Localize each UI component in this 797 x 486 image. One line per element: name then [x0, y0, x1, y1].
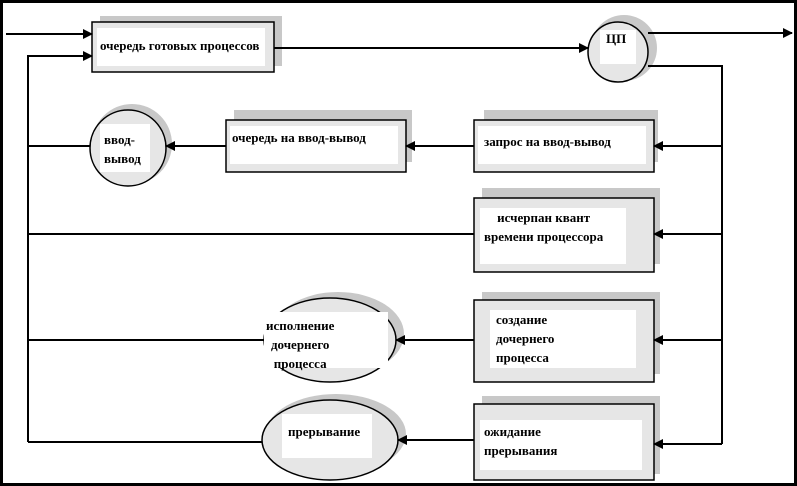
- io-request-node: [473, 110, 658, 173]
- connectors: [6, 28, 793, 449]
- ready-queue-label: очередь готовых процессов: [100, 38, 260, 53]
- io-queue-node: [225, 110, 412, 173]
- interrupt-node: [261, 394, 406, 481]
- wait-interrupt-label: ожидание прерывания: [484, 424, 558, 458]
- right-bus-line: [648, 65, 723, 444]
- quantum-expired-node: [473, 188, 660, 273]
- cpu-node: [587, 15, 657, 83]
- io-queue-label: очередь на ввод-вывод: [232, 130, 366, 145]
- ready-queue-node: [91, 16, 282, 73]
- exec-child-node: [263, 292, 404, 383]
- io-device-label: ввод- вывод: [104, 132, 141, 166]
- wait-interrupt-node: [473, 396, 660, 481]
- interrupt-label: прерывание: [288, 424, 361, 439]
- cpu-label: ЦП: [606, 31, 627, 46]
- exec-child-label: исполнение дочернего процесса: [266, 318, 335, 371]
- io-request-label: запрос на ввод-вывод: [484, 134, 611, 149]
- io-device-node: [89, 104, 172, 187]
- create-child-node: [473, 292, 660, 383]
- quantum-expired-label: исчерпан квант времени процессора: [484, 210, 604, 244]
- left-return-bus: [27, 51, 93, 442]
- create-child-label: создание дочернего процесса: [496, 312, 555, 365]
